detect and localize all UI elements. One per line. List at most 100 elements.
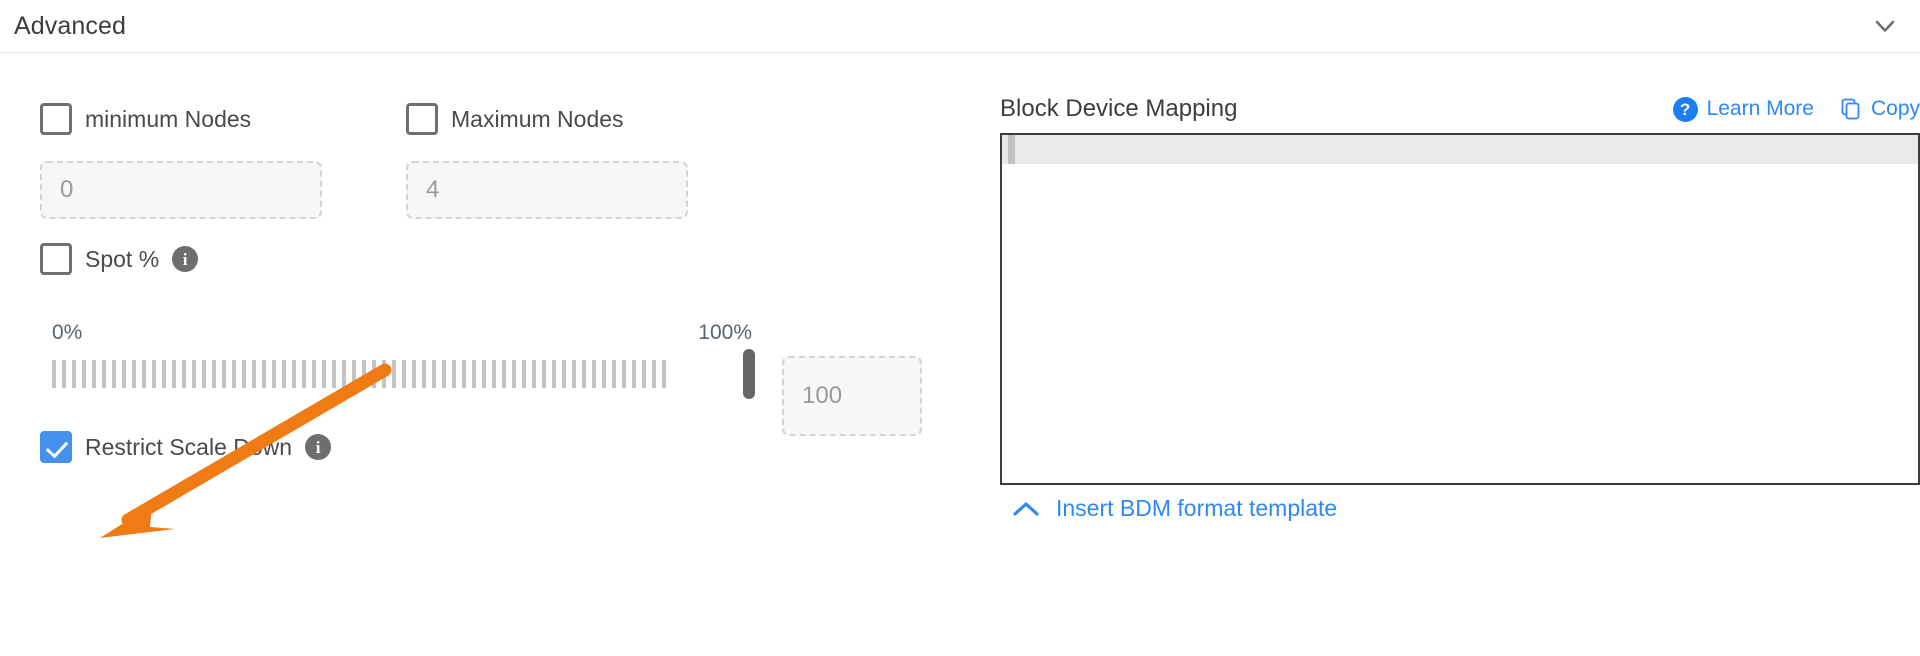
chevron-down-icon[interactable] (1868, 9, 1902, 43)
slider-tick (442, 360, 446, 388)
slider-tick (502, 360, 506, 388)
slider-tick (292, 360, 296, 388)
slider-tick (532, 360, 536, 388)
min-nodes-checkbox[interactable] (40, 103, 72, 135)
max-nodes-checkbox[interactable] (406, 103, 438, 135)
block-device-mapping-title: Block Device Mapping (1000, 95, 1238, 122)
spot-percent-input[interactable]: 100 (782, 356, 922, 436)
insert-bdm-template-link[interactable]: Insert BDM format template (1012, 495, 1337, 522)
slider-tick (102, 360, 106, 388)
slider-tick (382, 360, 386, 388)
slider-tick (92, 360, 96, 388)
info-icon[interactable]: i (172, 246, 199, 272)
slider-labels: 0% 100% (52, 321, 752, 345)
slider-tick (302, 360, 306, 388)
slider-min-label: 0% (52, 321, 83, 344)
slider-tick (492, 360, 496, 388)
slider-tick (562, 360, 566, 388)
slider-tick (322, 360, 326, 388)
slider-tick (182, 360, 186, 388)
slider-tick (632, 360, 636, 388)
slider-tick (372, 360, 376, 388)
editor-gutter (1008, 135, 1015, 164)
slider-tick (212, 360, 216, 388)
slider-tick (572, 360, 576, 388)
spot-percent-slider[interactable]: 0% 100% (52, 321, 762, 411)
slider-tick (392, 360, 396, 388)
slider-tick (352, 360, 356, 388)
slider-tick (662, 360, 666, 388)
slider-tick (592, 360, 596, 388)
question-circle-icon: ? (1672, 96, 1698, 122)
slider-tick (232, 360, 236, 388)
copy-icon (1840, 98, 1862, 120)
slider-tick (192, 360, 196, 388)
copy-button[interactable]: Copy (1840, 97, 1920, 121)
slider-tick (432, 360, 436, 388)
spot-percent-row: Spot % i (40, 243, 199, 275)
slider-thumb[interactable] (743, 349, 755, 399)
max-nodes-row: Maximum Nodes (406, 103, 624, 135)
right-column: Block Device Mapping ? Learn More Copy (1000, 53, 1920, 656)
slider-tick (222, 360, 226, 388)
slider-tick (252, 360, 256, 388)
chevron-up-icon (1012, 500, 1040, 518)
section-header: Advanced (0, 0, 1920, 53)
min-nodes-row: minimum Nodes (40, 103, 251, 135)
slider-tick (162, 360, 166, 388)
slider-tick (602, 360, 606, 388)
slider-tick (612, 360, 616, 388)
header-actions: ? Learn More Copy (1672, 96, 1920, 122)
min-nodes-input[interactable]: 0 (40, 161, 322, 219)
slider-tick (112, 360, 116, 388)
slider-tick (52, 360, 56, 388)
slider-tick (622, 360, 626, 388)
slider-tick (362, 360, 366, 388)
max-nodes-input[interactable]: 4 (406, 161, 688, 219)
slider-tick (642, 360, 646, 388)
slider-tick (82, 360, 86, 388)
slider-tick (242, 360, 246, 388)
insert-bdm-template-label: Insert BDM format template (1056, 495, 1338, 521)
slider-tick (552, 360, 556, 388)
slider-tick (332, 360, 336, 388)
slider-tick (652, 360, 656, 388)
slider-tick (582, 360, 586, 388)
slider-tick (262, 360, 266, 388)
page-title: Advanced (14, 11, 126, 40)
slider-tick (542, 360, 546, 388)
slider-tick (512, 360, 516, 388)
slider-tick (402, 360, 406, 388)
slider-tick (452, 360, 456, 388)
slider-tick (342, 360, 346, 388)
learn-more-link[interactable]: ? Learn More (1672, 96, 1814, 122)
learn-more-label: Learn More (1706, 97, 1814, 120)
restrict-scale-down-checkbox[interactable] (40, 431, 72, 463)
slider-tick (522, 360, 526, 388)
info-icon[interactable]: i (305, 434, 332, 460)
editor-active-line (1002, 135, 1918, 164)
spot-percent-label: Spot % (85, 245, 160, 272)
block-device-mapping-header: Block Device Mapping ? Learn More Copy (1000, 95, 1920, 123)
slider-tick (472, 360, 476, 388)
slider-tick (172, 360, 176, 388)
slider-tick (62, 360, 66, 388)
slider-tick (132, 360, 136, 388)
restrict-scale-down-row: Restrict Scale Down i (40, 431, 332, 463)
slider-tick (272, 360, 276, 388)
slider-track[interactable] (52, 356, 752, 392)
copy-label: Copy (1870, 97, 1920, 120)
slider-tick (462, 360, 466, 388)
spot-percent-checkbox[interactable] (40, 243, 72, 275)
slider-tick (202, 360, 206, 388)
slider-tick (72, 360, 76, 388)
min-nodes-label: minimum Nodes (85, 105, 252, 132)
bdm-code-editor[interactable] (1000, 133, 1920, 485)
slider-tick (122, 360, 126, 388)
restrict-scale-down-label: Restrict Scale Down (85, 433, 293, 460)
slider-tick (142, 360, 146, 388)
max-nodes-label: Maximum Nodes (451, 105, 624, 132)
slider-tick (422, 360, 426, 388)
slider-max-label: 100% (698, 321, 752, 344)
